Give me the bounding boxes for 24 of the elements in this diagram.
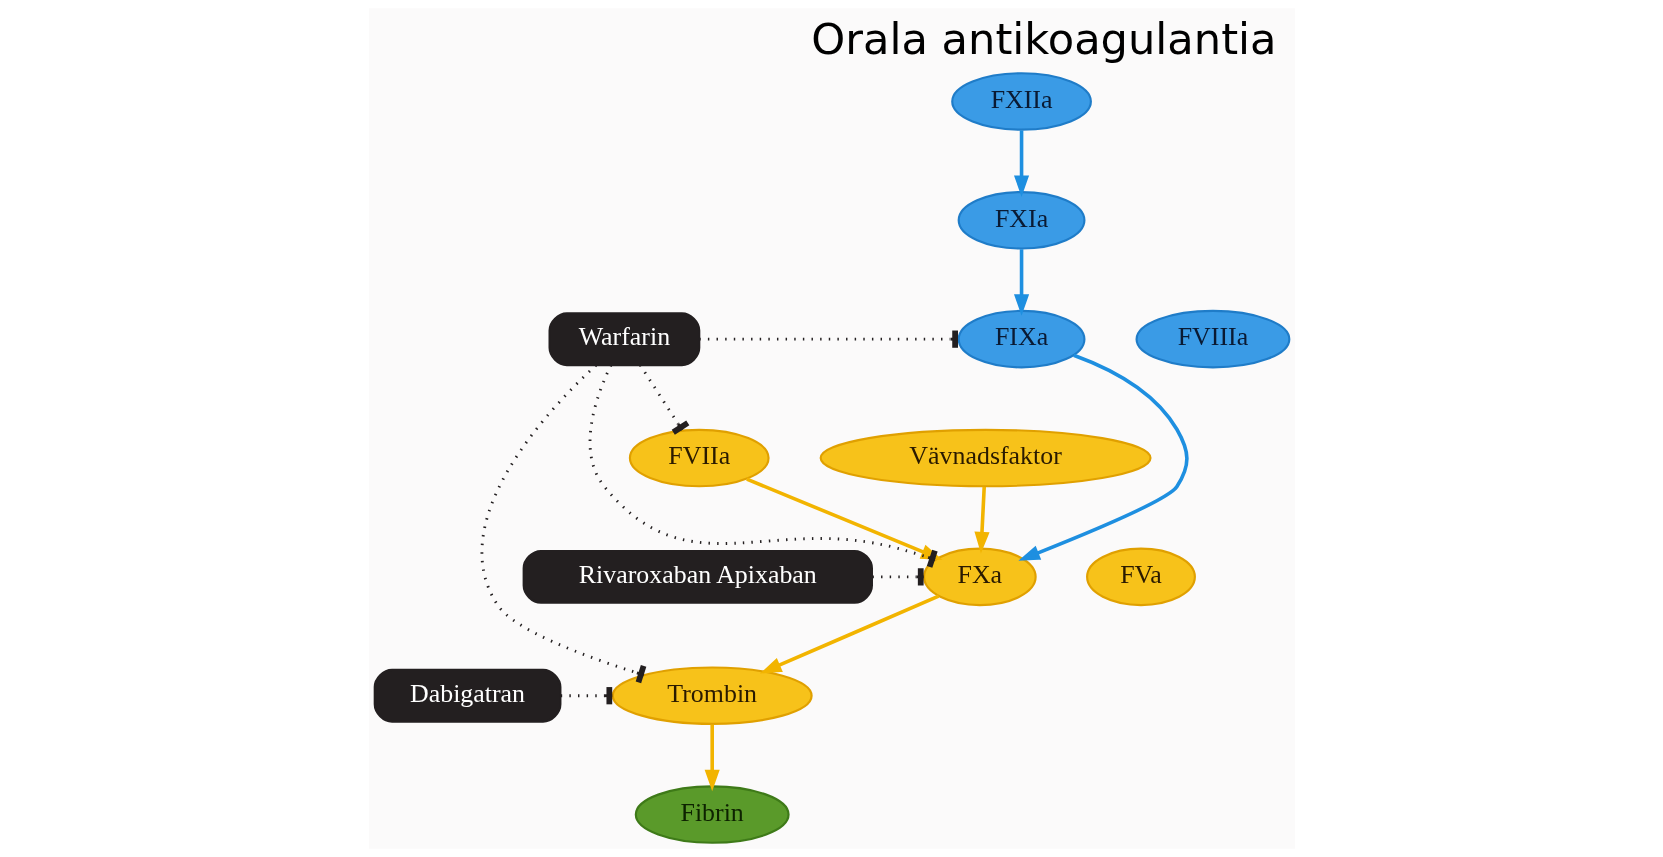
connector: [698, 330, 958, 348]
arrow: [1013, 130, 1029, 198]
node-ellipse: Fibrin: [634, 785, 790, 844]
arrow: [973, 486, 990, 554]
connector: [560, 687, 612, 705]
connector: [638, 364, 689, 435]
connector: [480, 364, 646, 684]
node-ellipse: Vävnadsfaktor: [819, 428, 1152, 488]
node-box: Dabigatran: [373, 668, 561, 723]
node-ellipse: FVIIIa: [1135, 309, 1290, 369]
arrow: [1013, 249, 1029, 316]
node-ellipse: FVIIa: [628, 428, 770, 488]
arrow: [704, 724, 720, 792]
connector: [871, 568, 924, 586]
arrow: [1017, 353, 1189, 561]
node-ellipse: FVa: [1085, 547, 1196, 607]
diagram-title: Orala antikoagulantia: [810, 14, 1277, 65]
node-ellipse: FXIa: [957, 191, 1085, 250]
connector: [588, 364, 938, 568]
node-ellipse: FXIIa: [950, 72, 1092, 131]
arrow: [759, 594, 939, 674]
node-box: Rivaroxaban Apixaban: [522, 549, 873, 604]
node-ellipse: FIXa: [957, 309, 1085, 369]
node-box: Warfarin: [548, 312, 700, 367]
